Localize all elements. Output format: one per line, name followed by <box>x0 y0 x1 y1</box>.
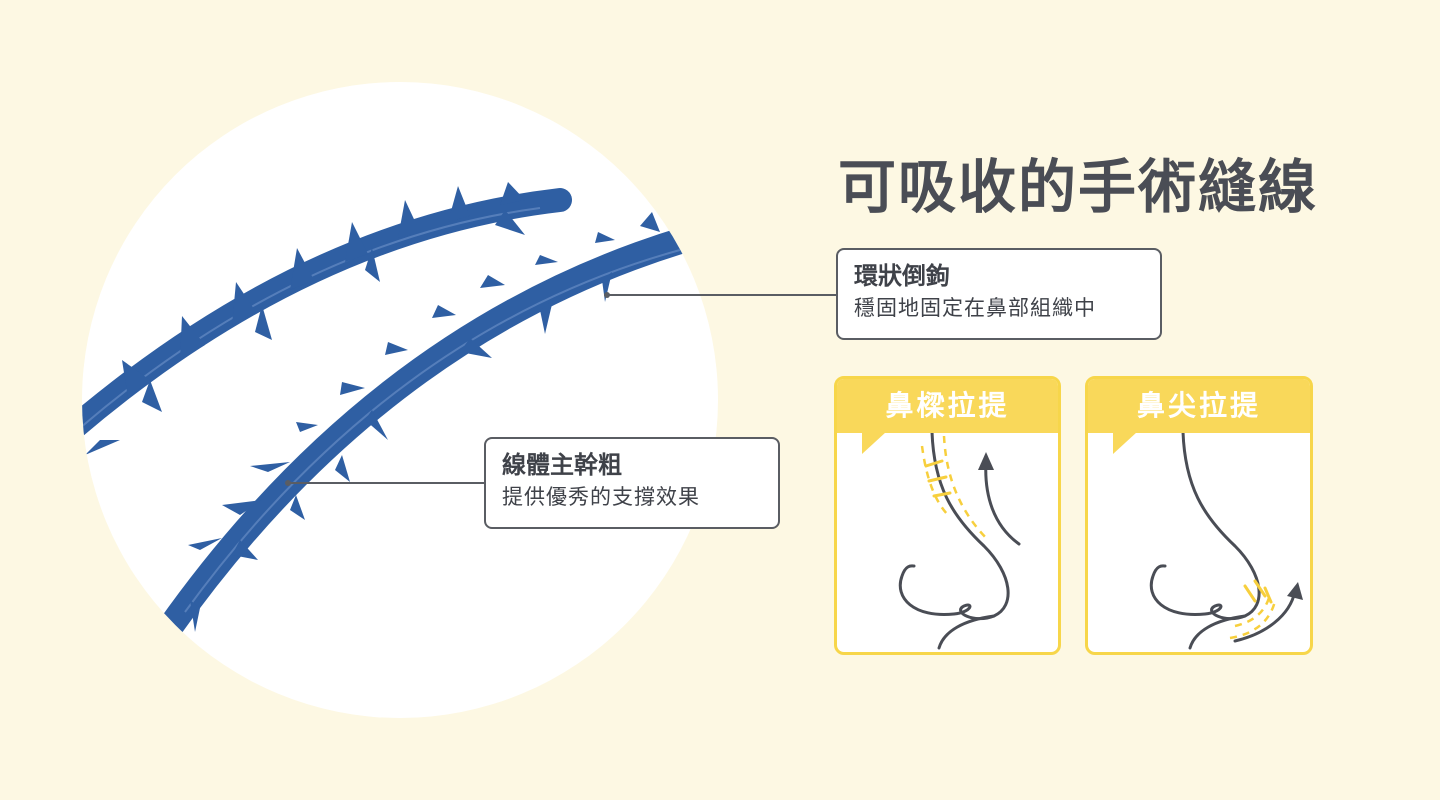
panel-tip-label: 鼻尖拉提 <box>1088 379 1310 433</box>
callout-barb-heading: 環狀倒鉤 <box>854 262 950 290</box>
callout-body: 線體主幹粗 提供優秀的支撐效果 <box>484 437 780 529</box>
nose-bridge-diagram <box>862 430 1021 650</box>
panel-bridge-lift: 鼻樑拉提 <box>834 376 1061 655</box>
callout-body-desc: 提供優秀的支撐效果 <box>502 485 700 509</box>
page-title: 可吸收的手術縫線 <box>838 153 1319 221</box>
nose-tip-diagram <box>1113 430 1303 650</box>
thread-lower <box>155 212 703 643</box>
panel-tip-lift: 鼻尖拉提 <box>1085 376 1313 655</box>
callout-barb: 環狀倒鉤 穩固地固定在鼻部組織中 <box>836 248 1162 340</box>
callout-body-heading: 線體主幹粗 <box>502 451 622 479</box>
panel-bridge-label: 鼻樑拉提 <box>837 379 1058 433</box>
callout-barb-desc: 穩固地固定在鼻部組織中 <box>854 296 1096 320</box>
thread-upper <box>82 182 572 455</box>
